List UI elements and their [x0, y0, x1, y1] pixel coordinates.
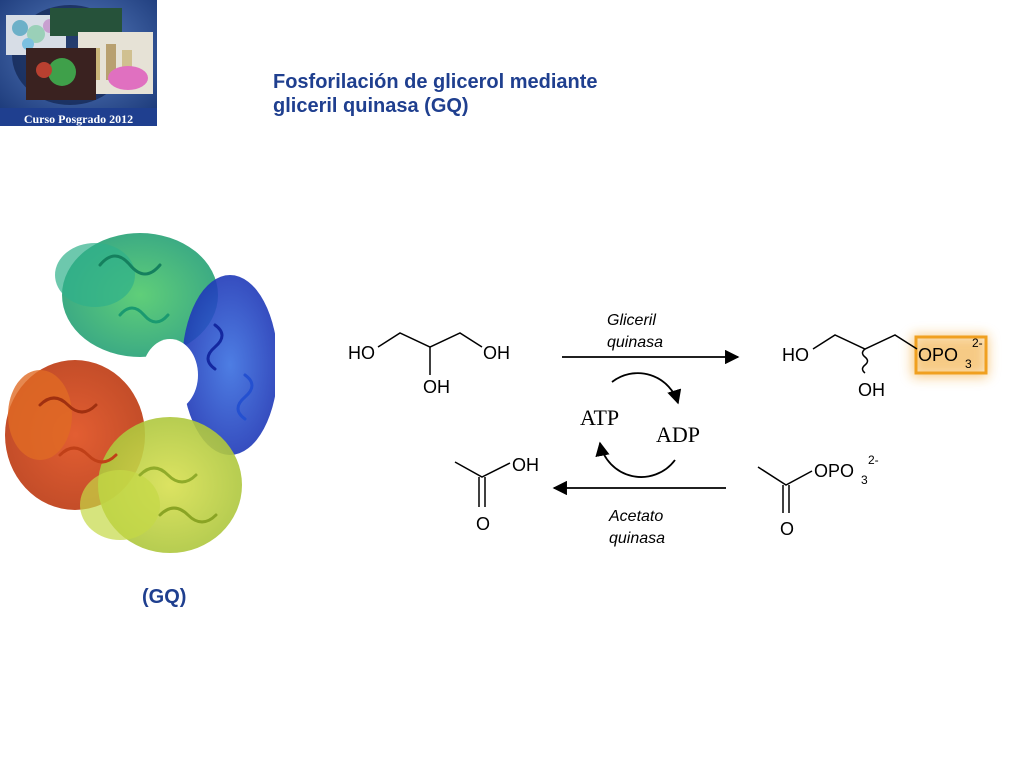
acetic-acid-structure: OH O — [454, 455, 539, 534]
product-ho: HO — [782, 345, 809, 365]
glycerol-ho: HO — [348, 343, 375, 363]
reaction-scheme: HO OH OH Gliceril quinasa HO OPO 3 2- OH… — [320, 295, 1020, 560]
acetic-acid-bonds — [454, 461, 511, 478]
acetyl-phosphate-superscript: 2- — [868, 453, 879, 467]
glycerol-kinase-structure-image — [0, 215, 278, 570]
acetic-acid-o: O — [476, 514, 490, 534]
product-wavy-bond — [861, 348, 869, 374]
title-line-1: Fosforilación de glicerol mediante — [273, 71, 598, 93]
course-logo — [0, 0, 157, 126]
cycle-arrow-bottom — [595, 441, 676, 478]
reverse-enzyme-line-1: Acetato — [608, 508, 663, 525]
glycerol-oh-bottom: OH — [423, 377, 450, 397]
product-opo: OPO — [918, 345, 958, 365]
reaction-scheme-svg: HO OH OH Gliceril quinasa HO OPO 3 2- OH… — [348, 312, 988, 547]
adp-label: ADP — [656, 422, 700, 447]
forward-enzyme-line-2: quinasa — [607, 334, 663, 351]
product-bonds — [812, 334, 918, 350]
logo-caption: Curso Posgrado 2012 — [23, 112, 134, 126]
phosphate-highlight-glow — [912, 335, 988, 377]
glycerol-phosphate-structure: HO OPO 3 2- OH — [782, 334, 988, 400]
acetic-acid-oh: OH — [512, 455, 539, 475]
cycle-arrow-top — [611, 372, 682, 405]
title-line-2: gliceril quinasa (GQ) — [273, 95, 469, 117]
logo-collage-image — [0, 0, 157, 126]
acetyl-phosphate-o: O — [780, 519, 794, 539]
acetyl-phosphate-opo: OPO — [814, 461, 854, 481]
acetyl-phosphate-bonds — [757, 466, 813, 486]
protein-ribbon — [5, 233, 278, 553]
glycerol-structure: HO OH OH — [348, 332, 510, 397]
acetyl-phosphate-subscript: 3 — [861, 473, 868, 487]
atp-label: ATP — [580, 405, 619, 430]
product-oh: OH — [858, 380, 885, 400]
product-superscript: 2- — [972, 336, 983, 350]
glycerol-bonds — [377, 332, 483, 348]
reverse-enzyme-line-2: quinasa — [609, 530, 665, 547]
acetyl-phosphate-structure: OPO 3 2- O — [757, 453, 879, 539]
product-subscript: 3 — [965, 357, 972, 371]
phosphate-highlight-box — [914, 335, 988, 375]
forward-enzyme-line-1: Gliceril — [607, 312, 656, 329]
glycerol-oh-right: OH — [483, 343, 510, 363]
protein-label: (GQ) — [142, 586, 187, 608]
slide-title: Fosforilación de glicerol mediante glice… — [273, 70, 598, 118]
